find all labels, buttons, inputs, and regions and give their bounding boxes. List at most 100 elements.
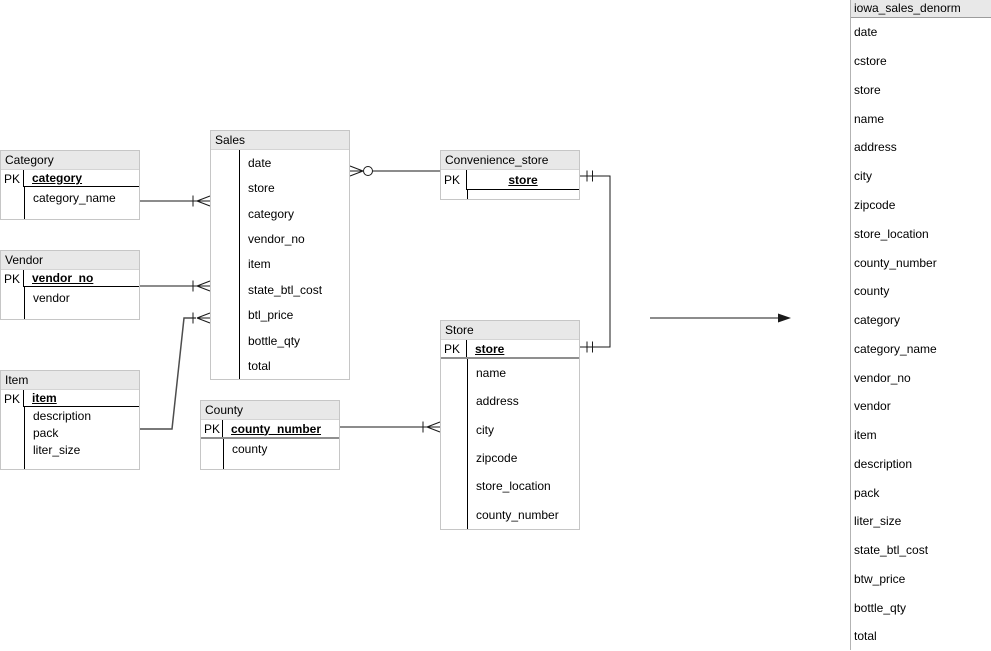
entity-title: Store: [441, 321, 579, 340]
entity-title: Item: [1, 371, 139, 390]
entity-category[interactable]: Category PK category category_name: [0, 150, 140, 220]
connector-county-store: [340, 421, 441, 433]
entity-body: description pack liter_size: [1, 407, 139, 469]
field: total: [248, 359, 271, 374]
pk-gutter: [1, 187, 25, 219]
field: store_location: [854, 226, 929, 241]
entity-title: Category: [1, 151, 139, 170]
pk-label: PK: [1, 390, 24, 407]
field: bottle_qty: [854, 600, 907, 615]
field: vendor: [33, 291, 70, 305]
entity-county[interactable]: County PK county_number county: [200, 400, 340, 470]
field: vendor: [854, 399, 891, 414]
field: cstore: [854, 54, 887, 69]
field: btl_price: [248, 308, 294, 323]
entity-title: Vendor: [1, 251, 139, 270]
field: category: [248, 206, 295, 221]
field: description: [33, 408, 92, 423]
pk-field: vendor_no: [24, 270, 139, 287]
entity-convenience-store[interactable]: Convenience_store PK store: [440, 150, 580, 200]
entity-title: Sales: [211, 131, 349, 150]
field: vendor_no: [248, 232, 305, 247]
field: city: [476, 422, 494, 437]
pk-row: PK store: [441, 340, 579, 359]
field: category_name: [854, 341, 937, 356]
field: date: [854, 25, 878, 40]
field: bottle_qty: [248, 333, 301, 348]
pk-row: PK county_number: [201, 420, 339, 439]
field: category: [854, 313, 901, 328]
connector-vendor-sales: [140, 280, 211, 292]
field: store: [248, 181, 275, 196]
pk-label: PK: [201, 420, 223, 437]
pk-gutter: [211, 150, 240, 379]
pk-field: store: [467, 170, 579, 190]
pk-field: item: [24, 390, 139, 407]
field: state_btl_cost: [248, 282, 323, 297]
connector-sales-convenience-store: [349, 165, 440, 177]
pk-field: store: [475, 341, 505, 356]
field: name: [854, 111, 885, 126]
field-list: [468, 190, 579, 199]
entity-body: vendor: [1, 287, 139, 319]
field: pack: [854, 485, 880, 500]
field: item: [248, 257, 271, 272]
connector-category-sales: [140, 195, 211, 207]
field-list: description pack liter_size: [25, 407, 139, 469]
pk-row: PK item: [1, 390, 139, 407]
field: address: [476, 394, 519, 409]
field: vendor_no: [854, 370, 911, 385]
field: pack: [33, 425, 59, 440]
pk-field: category: [24, 170, 139, 187]
field: zipcode: [476, 451, 518, 466]
entity-body: category_name: [1, 187, 139, 219]
field-list: county: [224, 439, 339, 469]
field-list: vendor: [25, 287, 139, 319]
field-list: category_name: [25, 187, 139, 219]
field: county: [854, 284, 890, 299]
entity-title: County: [201, 401, 339, 420]
pk-row: PK vendor_no: [1, 270, 139, 287]
field: zipcode: [854, 197, 896, 212]
pk-label: PK: [1, 170, 24, 187]
pk-row: PK category: [1, 170, 139, 187]
entity-item[interactable]: Item PK item description pack liter_size: [0, 370, 140, 470]
field: city: [854, 169, 872, 184]
field: state_btl_cost: [854, 543, 929, 558]
field: total: [854, 629, 877, 644]
pk-label: PK: [1, 270, 24, 287]
field: date: [248, 155, 272, 170]
pk-gutter: [441, 359, 468, 529]
entity-store[interactable]: Store PK store name address city zipcode sto…: [440, 320, 580, 530]
field: liter_size: [33, 442, 81, 457]
field: store_location: [476, 479, 551, 494]
field: county_number: [854, 255, 937, 270]
pk-gutter: [1, 287, 25, 319]
field: item: [854, 428, 877, 443]
entity-body: [441, 190, 579, 199]
field: description: [854, 456, 913, 471]
connector-convenience-store-store: [580, 170, 611, 353]
field: liter_size: [854, 514, 902, 529]
entity-body: county: [201, 439, 339, 469]
field: county: [232, 442, 268, 456]
field: category_name: [33, 191, 116, 205]
denorm-title: iowa_sales_denorm: [851, 0, 991, 18]
pk-label: PK: [441, 170, 467, 190]
field: name: [476, 366, 507, 381]
field: btw_price: [854, 571, 906, 586]
field: county_number: [476, 507, 559, 522]
field: address: [854, 140, 897, 155]
entity-title: Convenience_store: [441, 151, 579, 170]
entity-vendor[interactable]: Vendor PK vendor_no vendor: [0, 250, 140, 320]
pk-gutter: [441, 190, 468, 199]
pk-gutter: [1, 407, 25, 469]
